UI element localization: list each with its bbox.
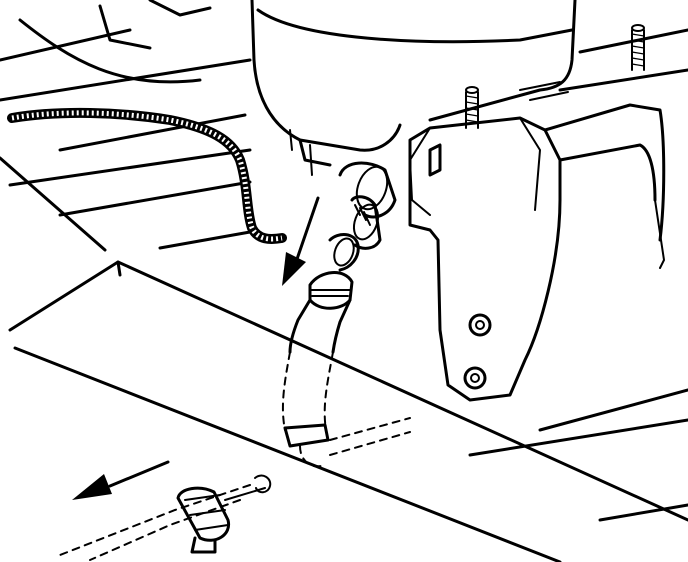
pump-outlet	[338, 161, 397, 250]
washer-reservoir	[250, 0, 577, 176]
arrow-down-left-icon	[282, 196, 320, 286]
mounting-stud-left	[465, 86, 479, 129]
mounting-bracket	[408, 103, 666, 402]
sill-panel	[8, 260, 688, 562]
floor-panel-lines	[0, 0, 688, 522]
arrow-left-icon	[72, 460, 170, 500]
hose-clip	[176, 474, 272, 554]
hose-route-dashed	[59, 417, 411, 561]
bracket-nut-lower	[463, 366, 487, 390]
wiring-harness	[7, 107, 287, 244]
washer-hose	[281, 233, 360, 468]
mounting-stud-right	[631, 24, 645, 71]
bracket-nut-upper	[468, 313, 492, 337]
